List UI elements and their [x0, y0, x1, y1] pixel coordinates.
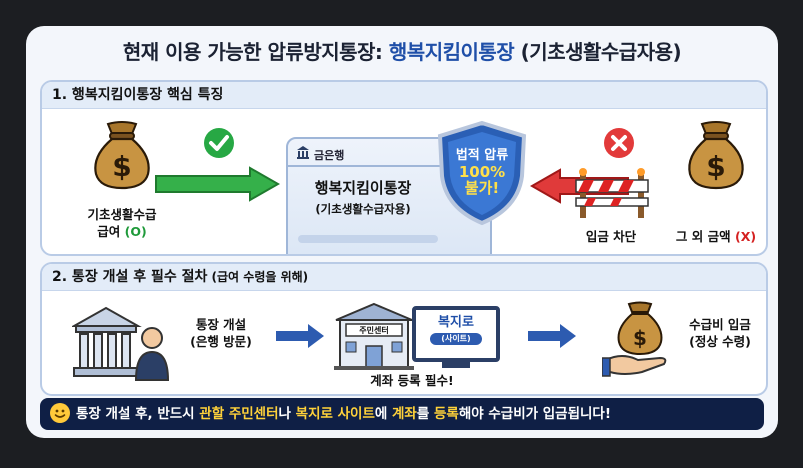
section-features: 1. 행복지킴이통장 핵심 특징 $ 기초생활수급 급여 (O) 금은행 [40, 80, 768, 256]
other-amount-text: 그 외 금액 [675, 229, 735, 244]
arrow-right-icon [276, 324, 324, 348]
footer-highlight-center: 관할 주민센터 [199, 406, 279, 422]
footer-text-5: 해야 수급비가 입금됩니다! [458, 406, 612, 422]
section-features-heading: 1. 행복지킴이통장 핵심 특징 [42, 82, 766, 109]
shield-line2: 100% [458, 163, 506, 181]
title-suffix: (기초생활수급자용) [514, 40, 682, 64]
welfare-site-monitor: 복지로 (사이트) [412, 306, 500, 362]
footer-highlight-account: 계좌 [392, 406, 417, 422]
step3-line1: 수급비 입금 [689, 317, 751, 332]
hand-money-bag-icon: $ [602, 301, 667, 377]
benefit-ok-mark: (O) [124, 224, 147, 239]
benefit-label-line1: 기초생활수급 [87, 207, 157, 222]
footer-text-1: 통장 개설 후, 반드시 [76, 406, 200, 422]
register-label: 계좌 등록 필수! [370, 373, 454, 388]
step-open-account: 통장 개설 (은행 방문) [176, 316, 266, 350]
arrow-right-icon [528, 324, 576, 348]
footer-highlight-register: 등록 [433, 406, 459, 422]
other-amount-label: 그 외 금액 (X) [656, 228, 766, 245]
step1-line2: (은행 방문) [190, 334, 252, 349]
center-sign: 주민센터 [359, 326, 389, 335]
block-label: 입금 차단 [585, 229, 637, 244]
svg-text:$: $ [706, 150, 725, 183]
money-bag-icon: $ [94, 121, 150, 190]
step3-line2: (정상 수령) [689, 334, 751, 349]
shield-line3: 불가! [464, 179, 500, 197]
section-procedure-heading: 2. 통장 개설 후 필수 절차 (급여 수령을 위해) [42, 264, 766, 291]
site-title: 복지로 [438, 315, 474, 330]
account-name: 행복지킴이통장 [314, 179, 412, 197]
barrier-icon [575, 168, 649, 218]
account-subtitle: (기초생활수급자용) [315, 202, 411, 216]
shield-text: 법적 압류 100% 불가! [436, 148, 528, 196]
footer-text-2: 나 [278, 406, 296, 422]
footer-text-3: 에 [374, 406, 393, 422]
community-center-icon [334, 302, 414, 370]
step-receive-benefit: 수급비 입금 (정상 수령) [678, 316, 762, 350]
monitor-stand [442, 360, 470, 368]
site-subtitle: (사이트) [430, 333, 482, 345]
shield-icon [437, 120, 527, 226]
check-circle-icon [204, 128, 234, 158]
money-bag-icon: $ [688, 121, 744, 190]
infographic-card: 현재 이용 가능한 압류방지통장: 행복지킴이통장 (기초생활수급자용) 1. … [26, 26, 778, 438]
footer-text-4: 를 [416, 406, 434, 422]
procedure-heading-sub: (급여 수령을 위해) [207, 270, 309, 284]
svg-text:$: $ [112, 150, 131, 183]
bank-label: 금은행 [314, 149, 345, 162]
x-circle-icon [604, 128, 634, 158]
section-procedure: 2. 통장 개설 후 필수 절차 (급여 수령을 위해) 통장 개설 (은행 방… [40, 262, 768, 396]
arrow-right-green-icon [155, 166, 280, 202]
bank-teller-icon [72, 306, 170, 381]
page-title: 현재 이용 가능한 압류방지통장: 행복지킴이통장 (기초생활수급자용) [26, 36, 778, 65]
title-main: 현재 이용 가능한 압류방지통장: [122, 40, 389, 64]
footer-notice: 통장 개설 후, 반드시 관할 주민센터나 복지로 사이트에 계좌를 등록해야 … [40, 398, 764, 430]
step1-line1: 통장 개설 [195, 317, 247, 332]
shield-line1: 법적 압류 [455, 148, 509, 163]
svg-text:$: $ [633, 326, 647, 350]
card-stripe [298, 235, 438, 243]
footer-highlight-site: 복지로 사이트 [295, 406, 375, 422]
bank-card-divider [288, 165, 490, 167]
title-highlight: 행복지킴이통장 [388, 40, 515, 64]
smile-emoji-icon [50, 403, 70, 423]
benefit-label-line2: 급여 [97, 224, 125, 239]
bank-building-icon [297, 146, 309, 159]
benefit-label: 기초생활수급 급여 (O) [62, 206, 182, 240]
other-no-mark: (X) [734, 229, 757, 244]
procedure-heading-main: 2. 통장 개설 후 필수 절차 [52, 269, 208, 285]
